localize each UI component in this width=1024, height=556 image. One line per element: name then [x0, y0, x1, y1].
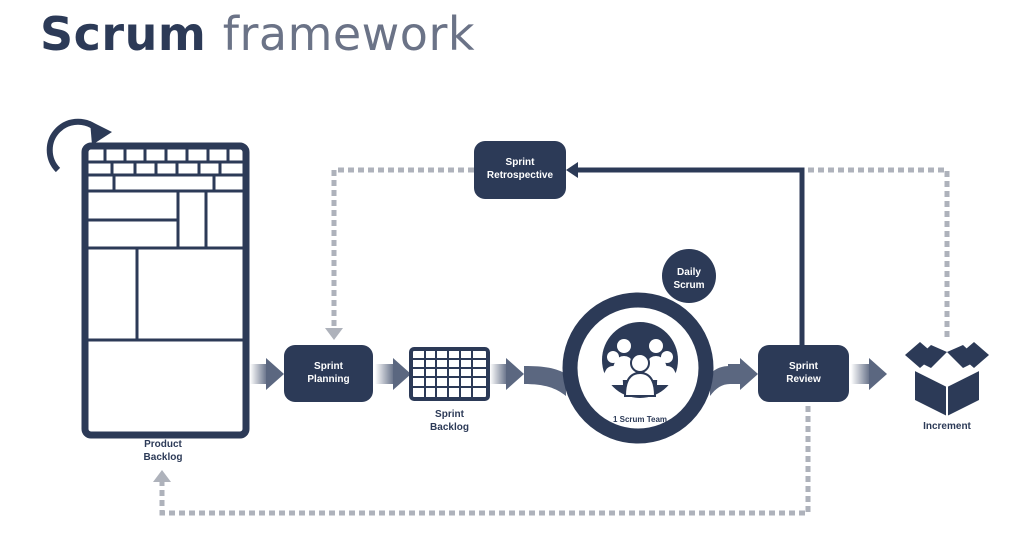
flow-arrow-team-to-review — [728, 358, 758, 390]
title-light: framework — [222, 7, 476, 61]
flow-arrow-sprint-backlog-to-team — [490, 358, 524, 390]
sprint-loop-circle — [524, 292, 730, 444]
dashed-arrowhead-up — [153, 470, 171, 482]
scrum-team-label: 1 Scrum Team — [612, 415, 668, 424]
dashed-arrowhead-down — [325, 328, 343, 340]
scrum-team-people-icon — [602, 322, 678, 398]
sprint-retrospective-label: Sprint Retrospective — [486, 157, 554, 181]
sprint-backlog-grid-icon — [409, 347, 490, 401]
sprint-planning-box — [284, 345, 373, 402]
flow-arrow-review-to-increment — [851, 358, 887, 390]
page-title: Scrum framework — [40, 2, 475, 66]
dashed-loop-increment — [808, 167, 950, 338]
daily-scrum-label: Daily Scrum — [673, 267, 705, 291]
review-to-retro-line — [578, 167, 805, 345]
sprint-retrospective-box — [474, 141, 566, 199]
retro-arrowhead — [566, 162, 578, 178]
sprint-review-box — [758, 345, 849, 402]
product-backlog-label: Product Backlog — [143, 439, 183, 463]
dashed-loop-backlog-return — [159, 406, 811, 516]
sprint-backlog-label: Sprint Backlog — [430, 409, 469, 433]
dashed-loop-retrospective — [331, 167, 474, 328]
title-bold: Scrum — [40, 7, 207, 61]
flow-arrow-planning-to-sprint-backlog — [375, 358, 411, 390]
refresh-cycle-icon — [46, 118, 112, 173]
sprint-review-label: Sprint Review — [786, 361, 821, 385]
product-backlog-board-icon — [81, 142, 250, 439]
increment-label: Increment — [923, 421, 971, 432]
flow-arrow-backlog-to-planning — [250, 358, 284, 390]
sprint-planning-label: Sprint Planning — [307, 361, 350, 385]
daily-scrum-bubble — [662, 249, 716, 303]
increment-box-icon — [905, 342, 989, 416]
